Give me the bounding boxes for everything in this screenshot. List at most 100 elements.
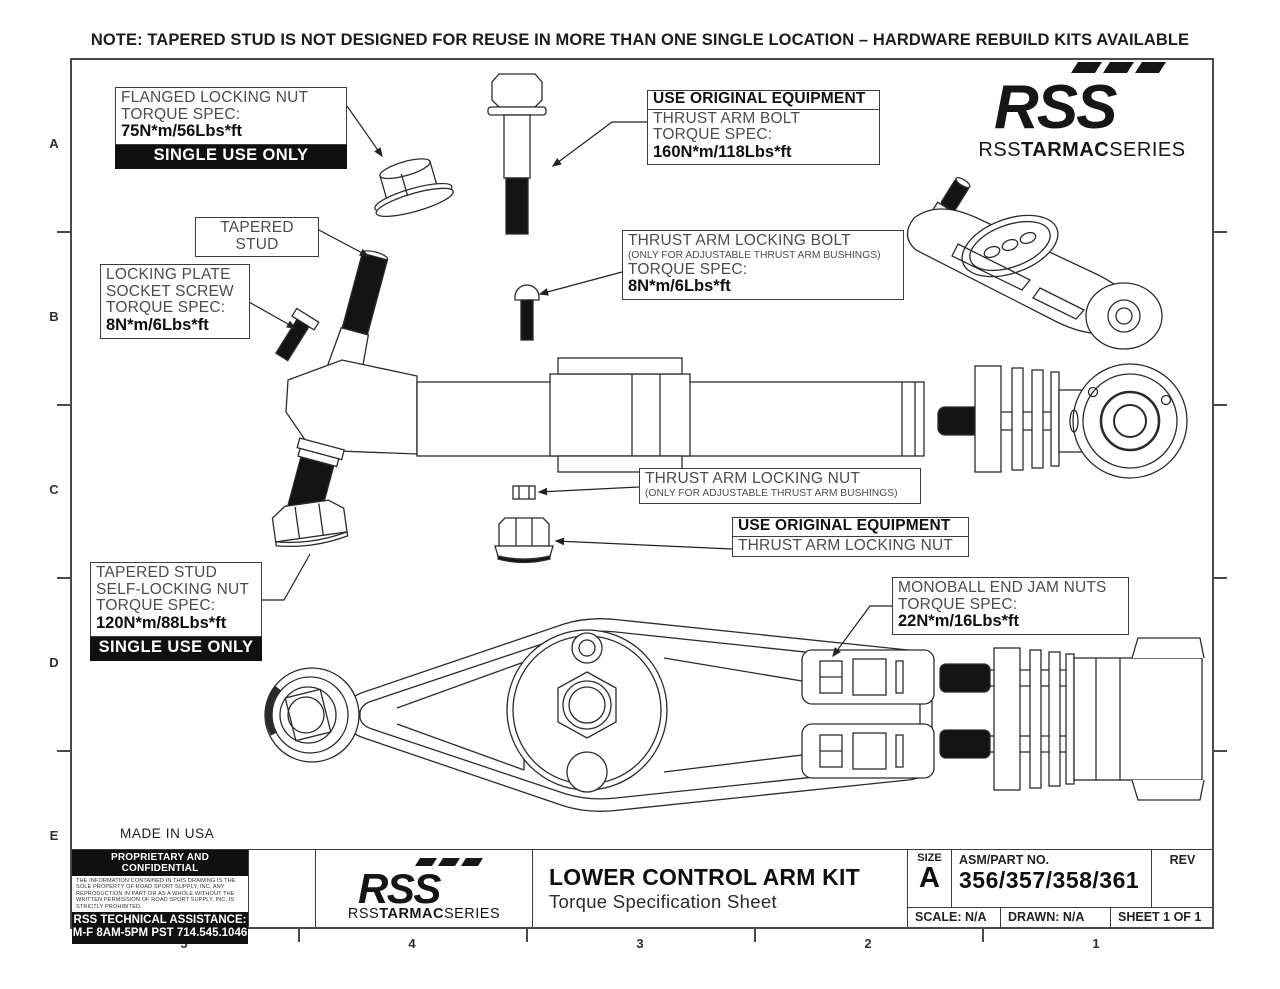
torque-value: 120N*m/88Lbs*ft [96,614,227,633]
callout-tapered-stud-nut: TAPERED STUD SELF-LOCKING NUT TORQUE SPE… [90,562,262,661]
logo-text: RSS [994,73,1117,136]
drawing-frame: FLANGED LOCKING NUT TORQUE SPEC: 75N*m/5… [57,58,1227,944]
zone-row-a: A [49,136,59,151]
zone-tick [57,577,70,579]
callout-line: TORQUE SPEC: [898,595,1018,613]
zone-col-4: 4 [408,936,416,951]
zone-row-d: D [49,655,59,670]
zone-tick [1214,231,1227,233]
zone-tick [754,929,756,942]
sheet-cell: SHEET 1 OF 1 [1110,908,1213,928]
callout-oe-thrust-arm-locking-nut: USE ORIGINAL EQUIPMENT THRUST ARM LOCKIN… [732,517,969,558]
logo-stripes-icon [415,857,483,866]
callout-line: SOCKET SCREW [106,282,234,300]
callout-line: SELF-LOCKING NUT [96,580,250,598]
callout-line: TAPERED STUD [96,564,217,581]
zone-tick [982,929,984,942]
made-in-usa-label: MADE IN USA [120,826,215,841]
zone-col-1: 1 [1092,936,1100,951]
flange-nut-drawing [494,517,554,564]
callout-line: LOCKING PLATE [106,266,231,283]
size-cell: SIZE A [908,850,951,907]
assembled-arm-iso-drawing [906,176,1163,350]
zone-tick [57,404,70,406]
title-cell: LOWER CONTROL ARM KIT Torque Specificati… [532,850,907,927]
proprietary-cell: PROPRIETARY AND CONFIDENTIAL THE INFORMA… [72,850,248,944]
callout-line: TORQUE SPEC: [121,105,241,123]
part-number-cell: ASM/PART NO. 356/357/358/361 [951,850,1151,907]
socket-screw-drawing [274,307,320,362]
monoball-rod-end-drawing [937,363,1188,479]
zone-tick [298,929,300,942]
logo-stripes-icon [1071,62,1166,73]
zone-col-2: 2 [864,936,872,951]
sheet-subtitle: Torque Specification Sheet [549,891,777,912]
zone-col-3: 3 [636,936,644,951]
callout-thrust-arm-locking-bolt: THRUST ARM LOCKING BOLT (ONLY FOR ADJUST… [622,230,904,301]
rss-logo-small: RSS [358,857,483,908]
callout-line: TORQUE SPEC: [628,260,748,278]
zone-tick [1214,404,1227,406]
zone-tick [526,929,528,942]
torque-value: 75N*m/56Lbs*ft [121,122,243,141]
callout-line: TAPERED STUD [220,219,294,253]
oe-header: USE ORIGINAL EQUIPMENT [647,90,880,110]
rev-cell: REV [1151,850,1213,907]
torque-value: 8N*m/6Lbs*ft [628,277,731,296]
proprietary-header: PROPRIETARY AND CONFIDENTIAL [72,850,248,876]
series-wordmark: RSSTARMACSERIES [347,905,501,922]
rss-logo-block: RSS RSSTARMACSERIES [968,60,1196,162]
oe-header: USE ORIGINAL EQUIPMENT [732,517,969,537]
logo-text: RSS [358,865,441,908]
title-block-logo-cell: RSS RSSTARMACSERIES [315,850,532,927]
torque-value: 8N*m/6Lbs*ft [106,316,209,335]
title-block-right: SIZE A ASM/PART NO. 356/357/358/361 REV … [907,850,1213,928]
locking-nut-small-drawing [512,485,536,500]
callout-line: TORQUE SPEC: [96,597,216,615]
zone-tick [57,750,70,752]
callout-line: MONOBALL END JAM NUTS [898,579,1107,596]
torque-value: 160N*m/118Lbs*ft [653,143,792,162]
callout-line: TORQUE SPEC: [106,299,226,317]
callout-line: THRUST ARM LOCKING NUT [645,470,861,487]
single-use-banner: SINGLE USE ONLY [115,145,347,170]
callout-line: THRUST ARM LOCKING NUT [738,536,954,554]
self-locking-nut-drawing [271,499,349,548]
part-number-value: 356/357/358/361 [959,867,1140,893]
zone-row-c: C [49,482,59,497]
zone-tick [1214,577,1227,579]
callout-tapered-stud: TAPERED STUD [195,217,319,258]
zone-row-b: B [49,309,59,324]
rss-logo: RSS [994,62,1166,142]
callout-line: TORQUE SPEC: [653,126,773,144]
empty-cell [248,850,315,927]
zone-tick [57,231,70,233]
proprietary-body: THE INFORMATION CONTAINED IN THIS DRAWIN… [76,878,236,910]
series-wordmark: RSSTARMACSERIES [978,139,1186,161]
drawn-cell: DRAWN: N/A [1000,908,1110,928]
size-value: A [919,862,940,894]
single-use-banner: SINGLE USE ONLY [90,637,262,661]
leader-lines [248,105,892,658]
callout-flanged-locking-nut: FLANGED LOCKING NUT TORQUE SPEC: 75N*m/5… [115,87,347,170]
zone-tick [1214,750,1227,752]
callout-note: (ONLY FOR ADJUSTABLE THRUST ARM BUSHINGS… [628,249,881,261]
thrust-arm-bolt-drawing [487,73,547,235]
flanged-nut-drawing [374,158,454,218]
technical-assistance: RSS TECHNICAL ASSISTANCE: M-F 8AM-5PM PS… [72,912,248,944]
note-banner: NOTE: TAPERED STUD IS NOT DESIGNED FOR R… [90,31,1190,49]
callout-thrust-arm-locking-nut: THRUST ARM LOCKING NUT (ONLY FOR ADJUSTA… [639,468,921,504]
callout-line: FLANGED LOCKING NUT [121,89,309,106]
technical-drawing [248,73,1205,812]
lower-control-arm-drawing [264,618,1205,812]
callout-line: THRUST ARM LOCKING BOLT [628,232,851,249]
callout-note: (ONLY FOR ADJUSTABLE THRUST ARM BUSHINGS… [645,487,898,499]
callout-line: THRUST ARM BOLT [653,109,801,127]
button-bolt-drawing [514,284,540,341]
zone-row-e: E [49,828,59,843]
title-block: PROPRIETARY AND CONFIDENTIAL THE INFORMA… [72,849,1213,944]
callout-monoball-jam-nuts: MONOBALL END JAM NUTS TORQUE SPEC: 22N*m… [892,577,1129,636]
scale-cell: SCALE: N/A [915,910,987,924]
callout-oe-thrust-arm-bolt: USE ORIGINAL EQUIPMENT THRUST ARM BOLT T… [647,90,880,166]
